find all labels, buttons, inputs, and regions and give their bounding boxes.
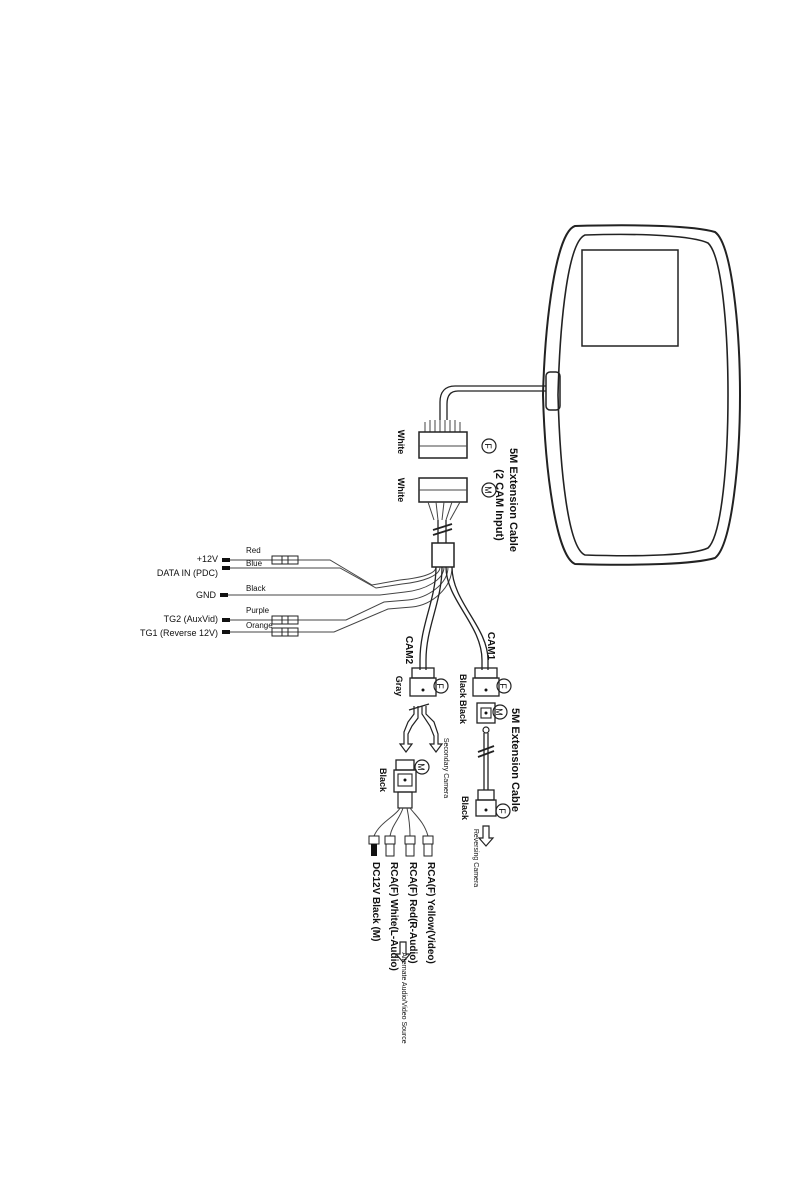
cam2-female-connector: F Gray bbox=[394, 667, 449, 697]
rca-yellow-label: RCA(F) Yellow(Video) bbox=[425, 862, 436, 964]
reversing-camera-label: Reversing Camera bbox=[472, 829, 479, 887]
cam1-black-end-label: Black bbox=[460, 796, 470, 821]
cam2-female-mark: F bbox=[435, 683, 445, 689]
extension-top-title: 5M Extension Cable bbox=[507, 448, 519, 552]
cam1-female-mark: F bbox=[498, 683, 508, 689]
secondary-camera-label: Secondary Camera bbox=[442, 738, 449, 798]
alternate-source-label: Alternate Audio/Video Source bbox=[400, 952, 407, 1043]
female-mark-badge bbox=[481, 438, 497, 454]
purple-wire-label: Purple bbox=[246, 606, 270, 615]
male-white-connector: M White bbox=[396, 477, 497, 521]
tg1-label: TG1 (Reverse 12V) bbox=[140, 628, 218, 638]
tg2-label: TG2 (AuxVid) bbox=[164, 614, 218, 624]
rca-white-label: RCA(F) White(L-Audio) bbox=[388, 862, 399, 971]
cam1-black-male-label: Black bbox=[458, 700, 468, 725]
mirror-monitor bbox=[541, 224, 742, 566]
alternate-source: Alternate Audio/Video Source bbox=[394, 941, 412, 1044]
dc12v-label: DC12V Black (M) bbox=[370, 862, 381, 941]
av-male-connector: M Black bbox=[378, 759, 430, 809]
red-wire-label: Red bbox=[246, 546, 261, 555]
female-connector-body bbox=[418, 431, 468, 459]
wire-labels: Red +12V Blue DATA IN (PDC) Black GND Pu… bbox=[140, 546, 273, 638]
rca-red-label: RCA(F) Red(R-Audio) bbox=[407, 862, 418, 964]
cam1-female-end-mark: F bbox=[497, 808, 507, 814]
alternate-source-arrow bbox=[394, 941, 412, 963]
cam1-female-connector: F Black bbox=[458, 667, 512, 699]
monitor-screen bbox=[581, 249, 679, 347]
cam1-black-label: Black bbox=[458, 674, 468, 699]
female-mark: F bbox=[483, 443, 493, 449]
male-mark-badge bbox=[481, 482, 497, 498]
blue-wire-label: Blue bbox=[246, 559, 263, 568]
av-male-mark: M bbox=[416, 763, 426, 771]
white-male-label: White bbox=[396, 478, 406, 503]
av-black-label: Black bbox=[378, 768, 388, 793]
cam2-gray-label: Gray bbox=[394, 676, 404, 697]
orange-wire-label: Orange bbox=[246, 621, 273, 630]
extension-top-subtitle: (2 CAM Input) bbox=[493, 469, 505, 541]
white-female-label: White bbox=[396, 430, 406, 455]
cam2-split: Secondary Camera bbox=[398, 703, 449, 798]
gnd-label: GND bbox=[196, 590, 217, 600]
cam1-male-mark: M bbox=[494, 708, 504, 716]
trunk-cable bbox=[432, 520, 453, 543]
cam1-extension: M Black 5M Extension Cable F Black Rever… bbox=[458, 700, 521, 887]
mirror-cable bbox=[439, 385, 546, 420]
cam-branch-cables: CAM1 CAM2 bbox=[403, 566, 496, 670]
mirror-outer-frame bbox=[541, 224, 742, 566]
black-wire-label: Black bbox=[246, 584, 267, 593]
extension-cable-top-label: 5M Extension Cable (2 CAM Input) bbox=[493, 448, 519, 552]
reversing-camera-arrow bbox=[477, 825, 495, 847]
mirror-inner-frame bbox=[557, 233, 729, 557]
female-white-connector: F White bbox=[396, 420, 497, 459]
av-output-labels: RCA(F) Yellow(Video) RCA(F) Red(R-Audio)… bbox=[370, 862, 436, 971]
cam2-label: CAM2 bbox=[403, 636, 414, 665]
cam1-extension-label: 5M Extension Cable bbox=[509, 708, 521, 812]
av-fanout-wires bbox=[368, 807, 434, 857]
male-mark: M bbox=[483, 486, 493, 494]
plus12v-label: +12V bbox=[197, 554, 218, 564]
cam1-label: CAM1 bbox=[485, 632, 496, 661]
data-in-label: DATA IN (PDC) bbox=[157, 568, 218, 578]
splitter-box bbox=[431, 542, 455, 568]
